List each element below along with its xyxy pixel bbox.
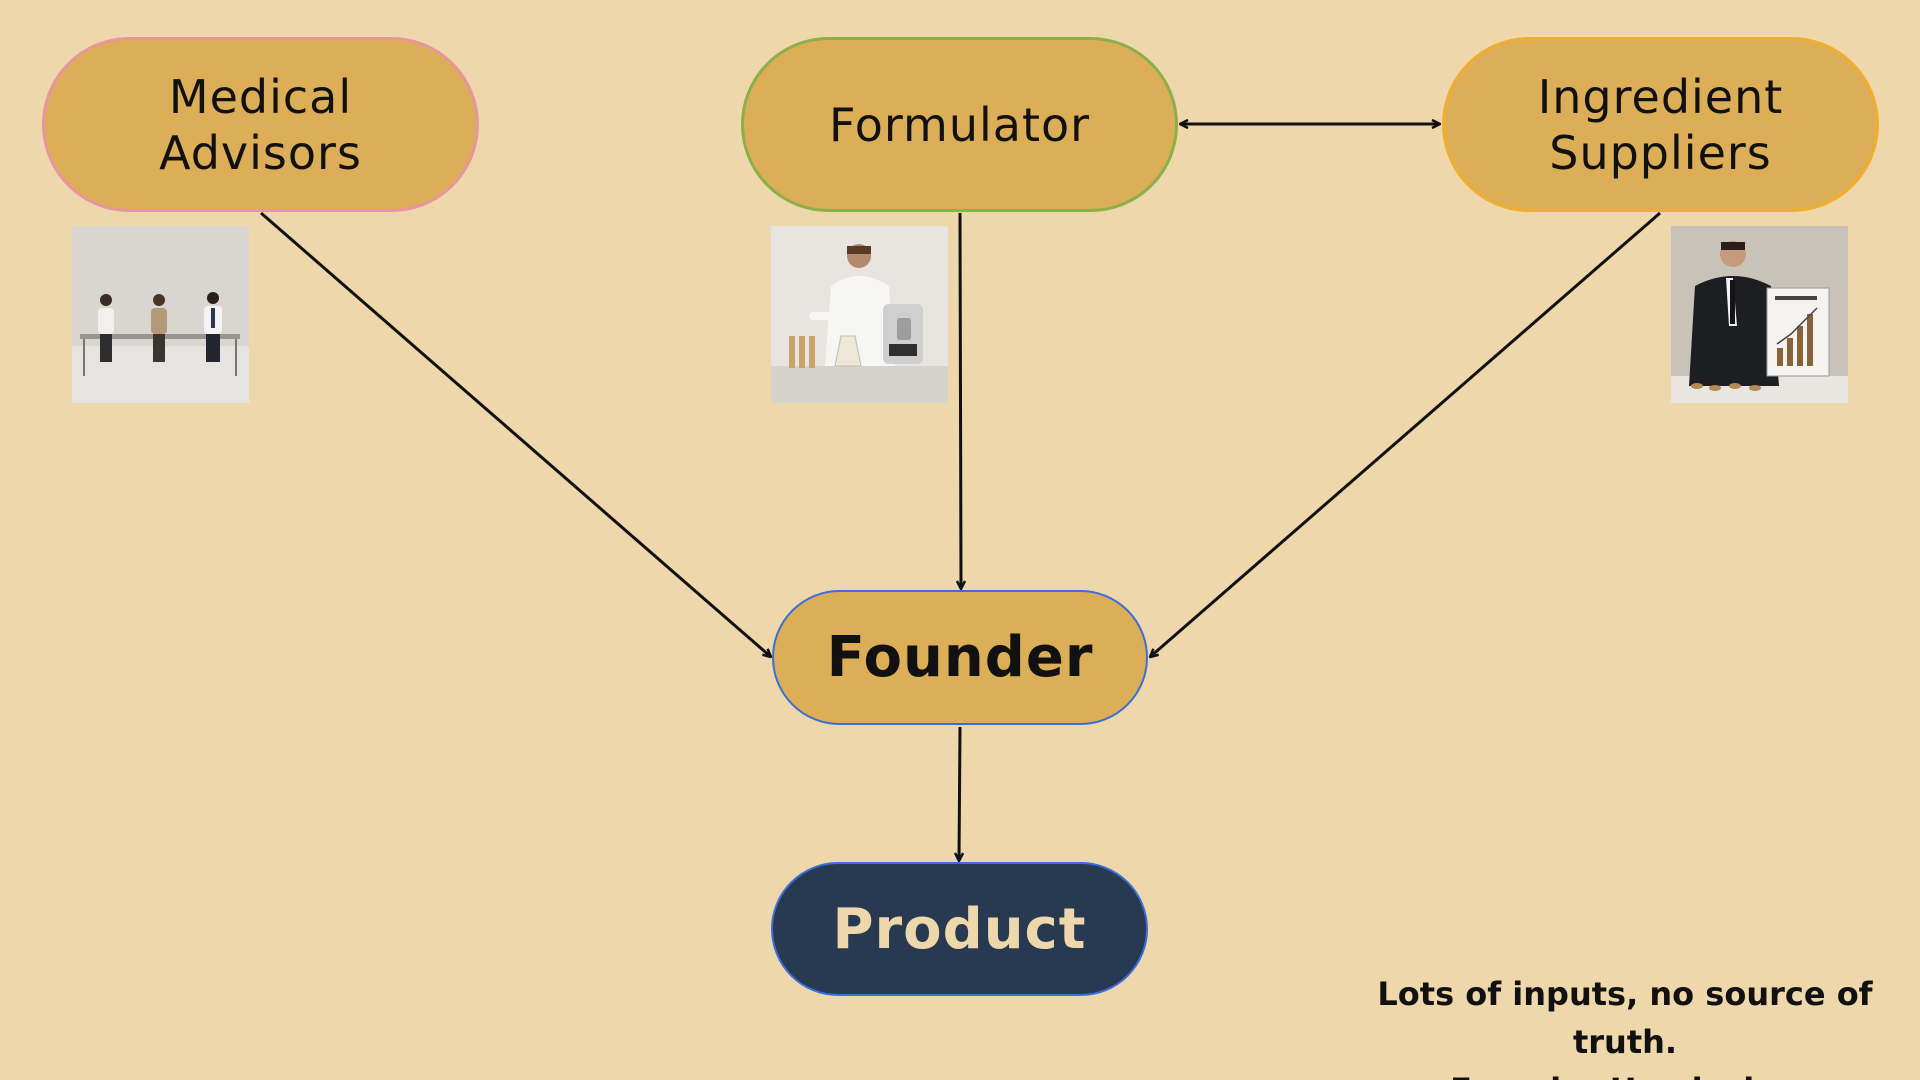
node-product: Product bbox=[771, 862, 1148, 996]
node-medical-advisors: Medical Advisors bbox=[42, 37, 479, 212]
node-product-label: Product bbox=[832, 896, 1087, 962]
node-ingredient-suppliers: Ingredient Suppliers bbox=[1442, 37, 1879, 212]
formulator-photo bbox=[771, 226, 948, 403]
arrow-medical-to-founder bbox=[260, 211, 771, 657]
arrow-formulator-to-founder bbox=[960, 212, 961, 589]
ingredient-supplier-photo bbox=[1671, 226, 1848, 403]
node-founder: Founder bbox=[772, 590, 1148, 725]
node-formulator: Formulator bbox=[741, 37, 1178, 212]
arrow-suppliers-to-founder bbox=[1150, 211, 1661, 657]
node-founder-label: Founder bbox=[826, 625, 1094, 690]
medical-advisors-photo bbox=[72, 226, 249, 403]
node-ingredient-suppliers-label: Ingredient Suppliers bbox=[1537, 69, 1784, 180]
node-formulator-label: Formulator bbox=[828, 97, 1091, 152]
arrow-founder-to-product bbox=[959, 726, 960, 861]
caption-text: Lots of inputs, no source of truth. Foun… bbox=[1377, 975, 1873, 1080]
node-medical-advisors-label: Medical Advisors bbox=[159, 69, 362, 180]
